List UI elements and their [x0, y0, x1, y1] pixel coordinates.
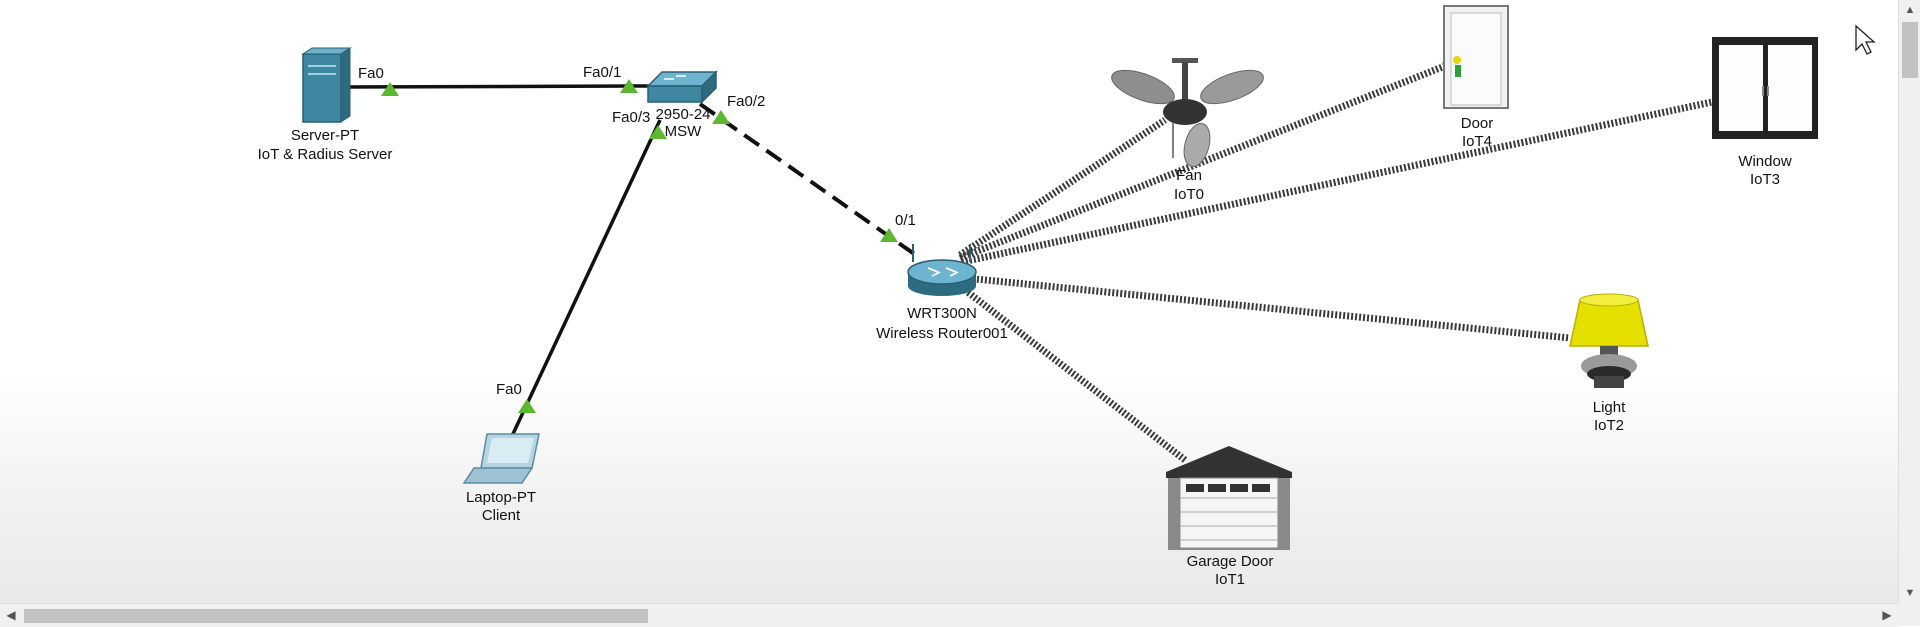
logical-workspace[interactable]: Server-PT IoT & Radius Server Fa0 2950-2…: [0, 0, 1898, 603]
server-name-label: IoT & Radius Server: [258, 146, 393, 163]
laptop-name-label: Client: [482, 507, 521, 524]
port-label-server-fa0: Fa0: [358, 65, 384, 82]
link-light-router-01: [880, 228, 898, 242]
router-model-label: WRT300N: [907, 305, 977, 322]
wireless-router-icon: [907, 244, 977, 296]
door-model-label: Door: [1461, 115, 1494, 132]
fan-model-label: Fan: [1176, 167, 1202, 184]
window-model-label: Window: [1738, 153, 1792, 170]
laptop-icon: [462, 433, 540, 484]
wireless-link-fan[interactable]: [958, 117, 1167, 258]
link-lights: [381, 79, 898, 413]
wireless-link-light[interactable]: [964, 274, 1571, 342]
cable-switch-laptop[interactable]: [510, 119, 662, 437]
port-label-switch-fa01: Fa0/1: [583, 64, 621, 81]
port-label-laptop-fa0: Fa0: [496, 381, 522, 398]
wireless-link-garage[interactable]: [962, 287, 1188, 463]
link-light-switch-fa03: [649, 125, 667, 139]
window-icon: [1712, 37, 1818, 139]
window-name-label: IoT3: [1750, 171, 1780, 188]
link-light-switch-fa01: [620, 79, 638, 93]
chevron-left-icon[interactable]: ◀: [6, 608, 16, 622]
garage-icon: [1166, 446, 1292, 550]
vertical-scrollbar[interactable]: ▲ ▼: [1898, 0, 1920, 603]
link-light-laptop-fa0: [518, 399, 536, 413]
wireless-link-window[interactable]: [961, 98, 1713, 266]
chevron-up-icon[interactable]: ▲: [1904, 4, 1916, 16]
port-label-switch-fa02: Fa0/2: [727, 93, 765, 110]
cables: [344, 84, 922, 437]
port-label-switch-fa03: Fa0/3: [612, 109, 650, 126]
router-name-label: Wireless Router001: [876, 325, 1008, 342]
server-device[interactable]: Server-PT IoT & Radius Server: [258, 47, 393, 163]
switch-name-label: MSW: [665, 123, 703, 140]
window-device[interactable]: Window IoT3: [1712, 37, 1818, 188]
scrollbar-corner: [1898, 603, 1920, 626]
link-light-server-fa0: [381, 82, 399, 96]
port-label-router-01: 0/1: [895, 212, 916, 229]
garage-name-label: IoT1: [1215, 571, 1245, 588]
router-device[interactable]: WRT300N Wireless Router001: [876, 244, 1008, 342]
laptop-device[interactable]: Laptop-PT Client: [462, 433, 540, 524]
wireless-links: [958, 62, 1713, 463]
light-device[interactable]: Light IoT2: [1569, 293, 1649, 434]
horizontal-scroll-thumb[interactable]: [24, 609, 648, 623]
light-model-label: Light: [1593, 399, 1626, 416]
chevron-down-icon[interactable]: ▼: [1904, 587, 1916, 599]
switch-device[interactable]: 2950-24 MSW: [646, 70, 718, 140]
server-icon: [301, 47, 352, 123]
mouse-cursor-icon: [1855, 24, 1876, 55]
door-icon: [1443, 5, 1509, 109]
door-name-label: IoT4: [1462, 133, 1492, 150]
fan-name-label: IoT0: [1174, 186, 1204, 203]
fan-device[interactable]: Fan IoT0: [1108, 58, 1268, 203]
server-model-label: Server-PT: [291, 127, 359, 144]
chevron-right-icon[interactable]: ▶: [1882, 608, 1892, 622]
cable-switch-router[interactable]: [698, 102, 922, 260]
laptop-model-label: Laptop-PT: [466, 489, 536, 506]
wireless-link-door[interactable]: [958, 62, 1447, 262]
link-light-switch-fa02: [712, 110, 730, 124]
switch-icon: [646, 70, 718, 104]
horizontal-scrollbar[interactable]: ◀ ▶: [0, 603, 1898, 627]
door-device[interactable]: Door IoT4: [1443, 5, 1509, 150]
cable-server-switch[interactable]: [344, 84, 651, 89]
garage-model-label: Garage Door: [1187, 553, 1274, 570]
garage-door-device[interactable]: Garage Door IoT1: [1166, 446, 1292, 588]
light-name-label: IoT2: [1594, 417, 1624, 434]
ceiling-fan-icon: [1111, 58, 1264, 167]
lamp-icon: [1569, 293, 1649, 388]
vertical-scroll-thumb[interactable]: [1902, 22, 1918, 78]
switch-model-label: 2950-24: [655, 106, 710, 123]
topology-canvas[interactable]: Server-PT IoT & Radius Server Fa0 2950-2…: [0, 0, 1898, 603]
